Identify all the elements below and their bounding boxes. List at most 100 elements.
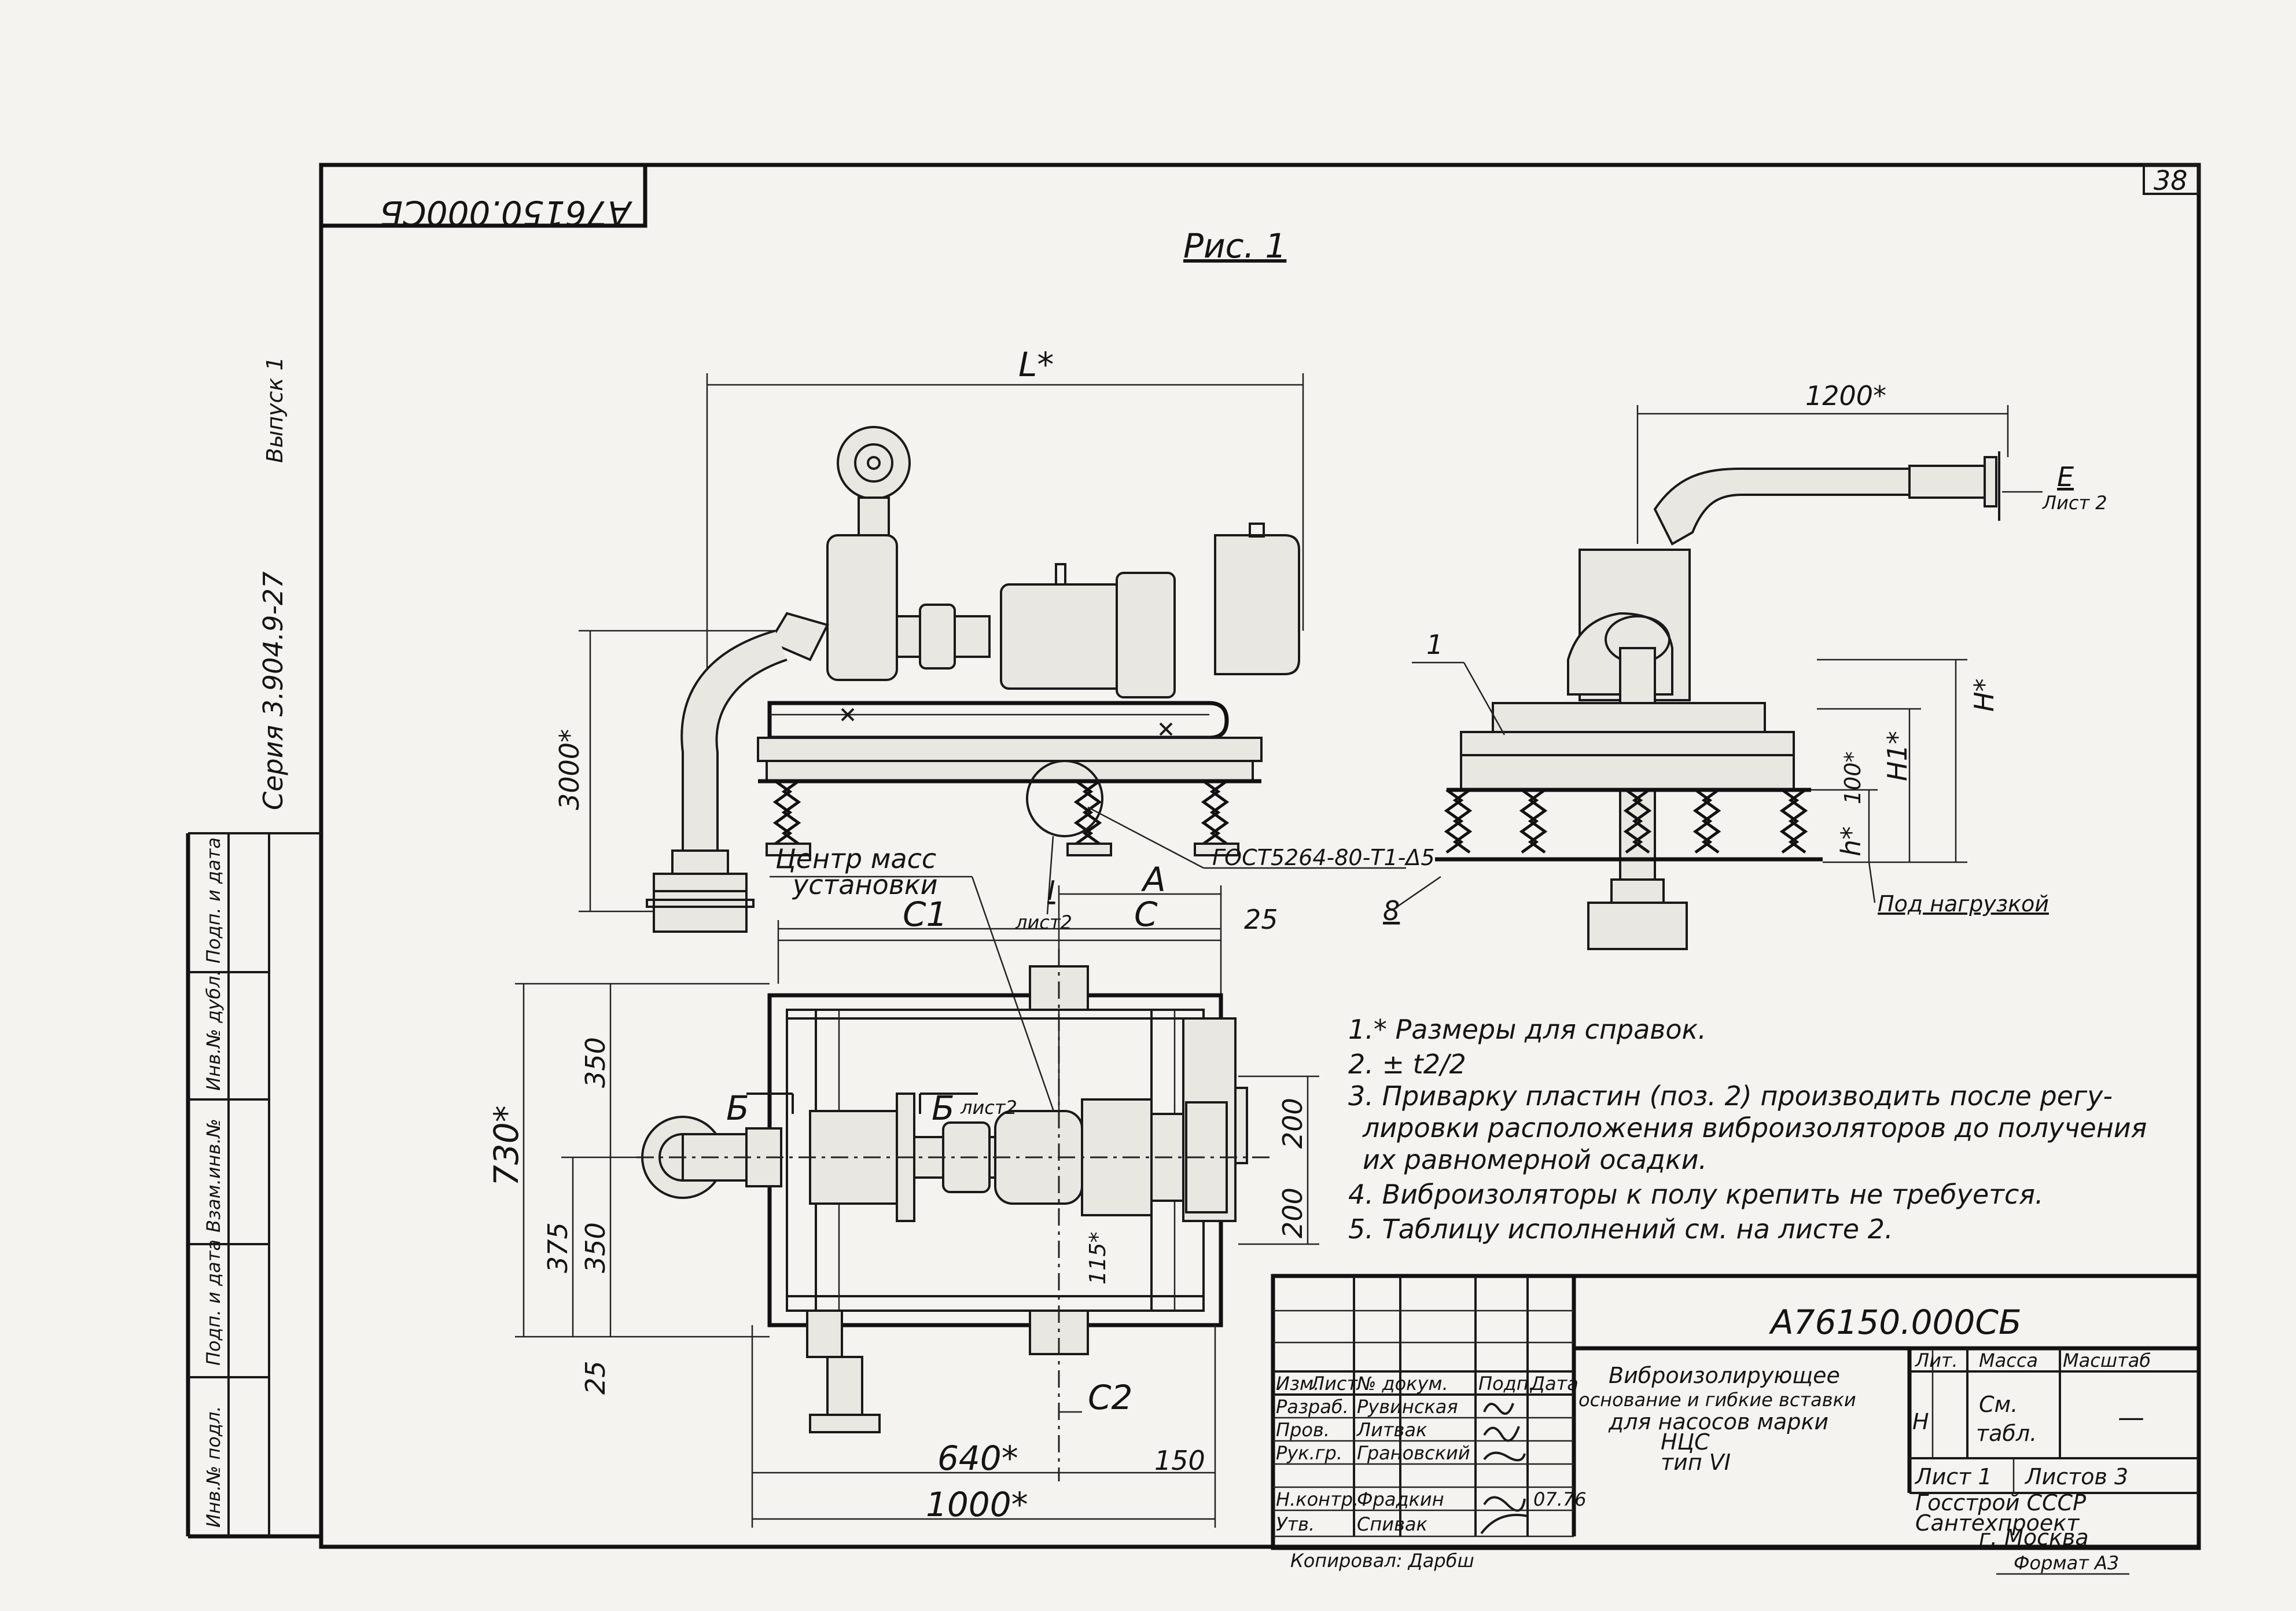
tb-name-2: Грановский bbox=[1357, 1442, 1470, 1464]
note-3: 3. Приварку пластин (поз. 2) производить… bbox=[1348, 1080, 2113, 1112]
stamp-col-2: Подп. и дата bbox=[203, 1239, 225, 1366]
tb-designation: А76150.000СБ bbox=[1768, 1303, 2022, 1342]
tb-name-4: Спивак bbox=[1357, 1513, 1428, 1535]
plan-label-B-left: Б bbox=[726, 1088, 749, 1128]
top-left-stamp: А76150.000СБ bbox=[319, 163, 647, 233]
plan-dim-640: 640* bbox=[937, 1439, 1018, 1478]
copied-by: Копировал: Дарбш bbox=[1290, 1550, 1474, 1572]
plan-view: А C1 C 25 bbox=[487, 860, 1319, 1528]
signature-marks bbox=[1480, 1403, 1528, 1535]
plan-dim-350-bottom: 350 bbox=[580, 1222, 611, 1273]
plan-label-B-right: Б bbox=[932, 1088, 955, 1128]
tb-scale-value: — bbox=[2118, 1402, 2144, 1433]
stamp-col-1: Инв.№ подл. bbox=[203, 1406, 225, 1528]
plan-dim-C: C bbox=[1134, 895, 1158, 934]
sheet-number: 38 bbox=[2154, 165, 2188, 196]
side-dim-h: h* bbox=[1835, 826, 1867, 856]
plan-dim-350-top: 350 bbox=[580, 1037, 611, 1088]
front-springs bbox=[766, 779, 1239, 856]
note-5: 5. Таблицу исполнений см. на листе 2. bbox=[1348, 1213, 1893, 1245]
front-dim-3000: 3000* bbox=[554, 729, 585, 810]
series-label: Серия 3.904.9-27 bbox=[257, 571, 289, 810]
tb-role-2: Рук.гр. bbox=[1276, 1442, 1342, 1464]
tb-mass-header: Масса bbox=[1979, 1349, 2038, 1371]
tb-lit-value: Н bbox=[1912, 1409, 1929, 1435]
release-label: Выпуск 1 bbox=[262, 356, 288, 463]
tb-mass-value-1: См. bbox=[1979, 1392, 2018, 1417]
tb-sheet: Лист 1 bbox=[1914, 1464, 1992, 1489]
tb-org-3: г. Москва bbox=[1979, 1525, 2089, 1550]
plan-label-B-sheet: лист2 bbox=[960, 1097, 1017, 1119]
tb-scale-header: Масштаб bbox=[2063, 1349, 2151, 1371]
note-2: 2. ± t2/2 bbox=[1348, 1049, 1466, 1080]
tb-role-4: Утв. bbox=[1276, 1513, 1315, 1535]
side-under-load: Под нагрузкой bbox=[1878, 891, 2049, 917]
figure-title: Рис. 1 bbox=[1183, 226, 1286, 266]
stamp-col-4: Инв.№ дубл. bbox=[203, 970, 225, 1091]
front-callout-I: I bbox=[1047, 875, 1055, 906]
side-stamp: Инв.№ подл. Подп. и дата Взам.инв.№ Инв.… bbox=[188, 833, 270, 1536]
plan-dim-C1: C1 bbox=[903, 895, 947, 934]
front-view: L* 3000* bbox=[554, 345, 1441, 1143]
tb-org-1: Госстрой СССР bbox=[1915, 1490, 2086, 1516]
tb-title-1: Виброизолирующее bbox=[1609, 1363, 1840, 1388]
front-pos-8: 8 bbox=[1383, 895, 1400, 926]
tb-name-0: Рувинская bbox=[1357, 1396, 1458, 1418]
tb-col-sign: Подп. bbox=[1478, 1373, 1535, 1395]
tb-role-3: Н.контр. bbox=[1276, 1488, 1359, 1510]
plan-dim-200-bottom: 200 bbox=[1277, 1187, 1308, 1238]
plan-dim-375: 375 bbox=[542, 1222, 573, 1273]
side-dim-1200: 1200* bbox=[1805, 380, 1886, 411]
tb-sheets: Листов 3 bbox=[2024, 1464, 2128, 1489]
tb-org-2: Сантехпроект bbox=[1915, 1510, 2080, 1536]
plan-dim-150: 150 bbox=[1154, 1445, 1205, 1476]
plan-dim-25-left: 25 bbox=[580, 1360, 611, 1395]
notes: 1.* Размеры для справок. 2. ± t2/2 3. Пр… bbox=[1348, 1014, 2147, 1245]
front-center-mass-2: установки bbox=[792, 869, 938, 900]
front-callout-sheet: лист2 bbox=[1015, 911, 1072, 933]
tb-name-3: Фрадкин bbox=[1357, 1488, 1444, 1510]
top-left-stamp-text: А76150.000СБ bbox=[380, 193, 633, 233]
note-1: 1.* Размеры для справок. bbox=[1348, 1014, 1706, 1045]
plan-dim-1000: 1000* bbox=[926, 1485, 1028, 1524]
tb-name-1: Литвак bbox=[1356, 1419, 1427, 1441]
side-series-block: Выпуск 1 Серия 3.904.9-27 bbox=[257, 356, 289, 810]
plan-dim-C2: C2 bbox=[1088, 1378, 1132, 1417]
tb-col-doc: № докум. bbox=[1356, 1373, 1448, 1395]
tb-col-izm: Изм. bbox=[1276, 1373, 1319, 1395]
side-pos-1: 1 bbox=[1426, 629, 1443, 660]
tb-role-1: Пров. bbox=[1276, 1419, 1330, 1441]
side-dim-H1: H1* bbox=[1882, 731, 1913, 781]
stamp-col-5: Подп. и дата bbox=[203, 837, 225, 963]
tb-title-2: основание и гибкие вставки bbox=[1578, 1389, 1856, 1411]
tb-role-0: Разраб. bbox=[1276, 1396, 1349, 1418]
front-center-mass-1: Центр масс bbox=[775, 843, 936, 874]
tb-date-mark: 07.76 bbox=[1533, 1488, 1587, 1510]
plan-dim-A: А bbox=[1140, 860, 1166, 899]
plan-dim-25-top: 25 bbox=[1244, 904, 1278, 935]
side-springs bbox=[1435, 788, 1823, 862]
note-3c: их равномерной осадки. bbox=[1363, 1144, 1707, 1175]
tb-title-3: для насосов марки bbox=[1608, 1409, 1828, 1435]
format-label: Формат А3 bbox=[2014, 1552, 2119, 1574]
side-dim-100: 100* bbox=[1840, 751, 1866, 804]
tb-col-list: Лист bbox=[1310, 1373, 1358, 1395]
tb-title-4: НЦС bbox=[1661, 1429, 1710, 1455]
plan-dim-200-top: 200 bbox=[1277, 1098, 1308, 1149]
plan-dim-730: 730* bbox=[487, 1105, 526, 1186]
side-label-E: Е bbox=[2057, 461, 2074, 492]
tb-mass-value-2: табл. bbox=[1976, 1421, 2037, 1446]
side-dim-H: H* bbox=[1968, 678, 2000, 712]
side-label-E-sheet: Лист 2 bbox=[2042, 492, 2107, 514]
title-block: Изм. Лист № докум. Подп. Дата Разраб. Ру… bbox=[1271, 1274, 2201, 1550]
tb-lit-header: Лит. bbox=[1915, 1349, 1958, 1371]
tb-col-date: Дата bbox=[1529, 1373, 1578, 1395]
tb-title-5: тип VI bbox=[1661, 1450, 1731, 1475]
note-3b: лировки расположения виброизоляторов до … bbox=[1362, 1112, 2147, 1143]
stamp-col-3: Взам.инв.№ bbox=[203, 1119, 225, 1233]
front-label-gost: ГОСТ5264-80-Т1-Δ5 bbox=[1212, 845, 1435, 870]
note-4: 4. Виброизоляторы к полу крепить не треб… bbox=[1348, 1179, 2044, 1210]
front-dim-L: L* bbox=[1018, 345, 1054, 384]
